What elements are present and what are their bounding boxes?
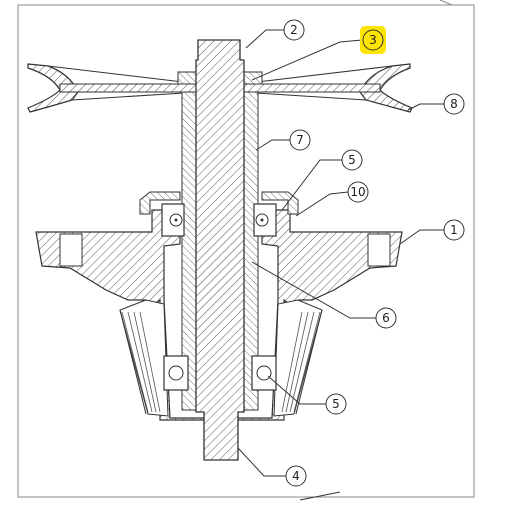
spindle-shaft [195, 39, 245, 461]
callout-c7: 7 [289, 129, 311, 151]
callout-c10: 10 [347, 181, 369, 203]
callout-circle [341, 149, 363, 171]
callout-label: 2 [290, 23, 298, 37]
callout-label: 10 [350, 185, 365, 199]
bearing-cap [139, 191, 181, 215]
callout-label: 6 [382, 311, 390, 325]
callout-c3: 3 [360, 26, 386, 54]
callout-circle [443, 93, 465, 115]
callout-circle [362, 29, 384, 51]
callout-circle [375, 307, 397, 329]
callout-c8: 8 [443, 93, 465, 115]
callout-c5b: 5 [325, 393, 347, 415]
upper-bearing-right [253, 203, 277, 237]
callout-label: 8 [450, 97, 458, 111]
drawing-frame [17, 4, 475, 498]
callout-label: 7 [296, 133, 304, 147]
upper-bearing-left [161, 203, 185, 237]
callout-label: 5 [348, 153, 356, 167]
callout-circle [289, 129, 311, 151]
lower-bearing-left [163, 355, 189, 391]
leader-lines [237, 29, 444, 501]
callout-circle [285, 465, 307, 487]
spindle-housing [35, 209, 403, 421]
callout-label: 4 [292, 469, 300, 483]
callout-label: 1 [450, 223, 458, 237]
callout-label: 5 [332, 397, 340, 411]
callout-circle [325, 393, 347, 415]
callout-c6: 6 [375, 307, 397, 329]
callout-circle [347, 181, 369, 203]
callout-label: 3 [369, 33, 377, 47]
top-frame-tick [439, 0, 453, 6]
callout-c5a: 5 [341, 149, 363, 171]
callout-circle [283, 19, 305, 41]
housing-skirt-line [119, 309, 147, 415]
lower-bearing-right [251, 355, 277, 391]
callout-c4: 4 [285, 465, 307, 487]
callout-c2: 2 [283, 19, 305, 41]
callout-circle [443, 219, 465, 241]
bearing-cap-right [261, 191, 299, 215]
callout-c1: 1 [443, 219, 465, 241]
housing-skirt-line-r [295, 309, 323, 415]
